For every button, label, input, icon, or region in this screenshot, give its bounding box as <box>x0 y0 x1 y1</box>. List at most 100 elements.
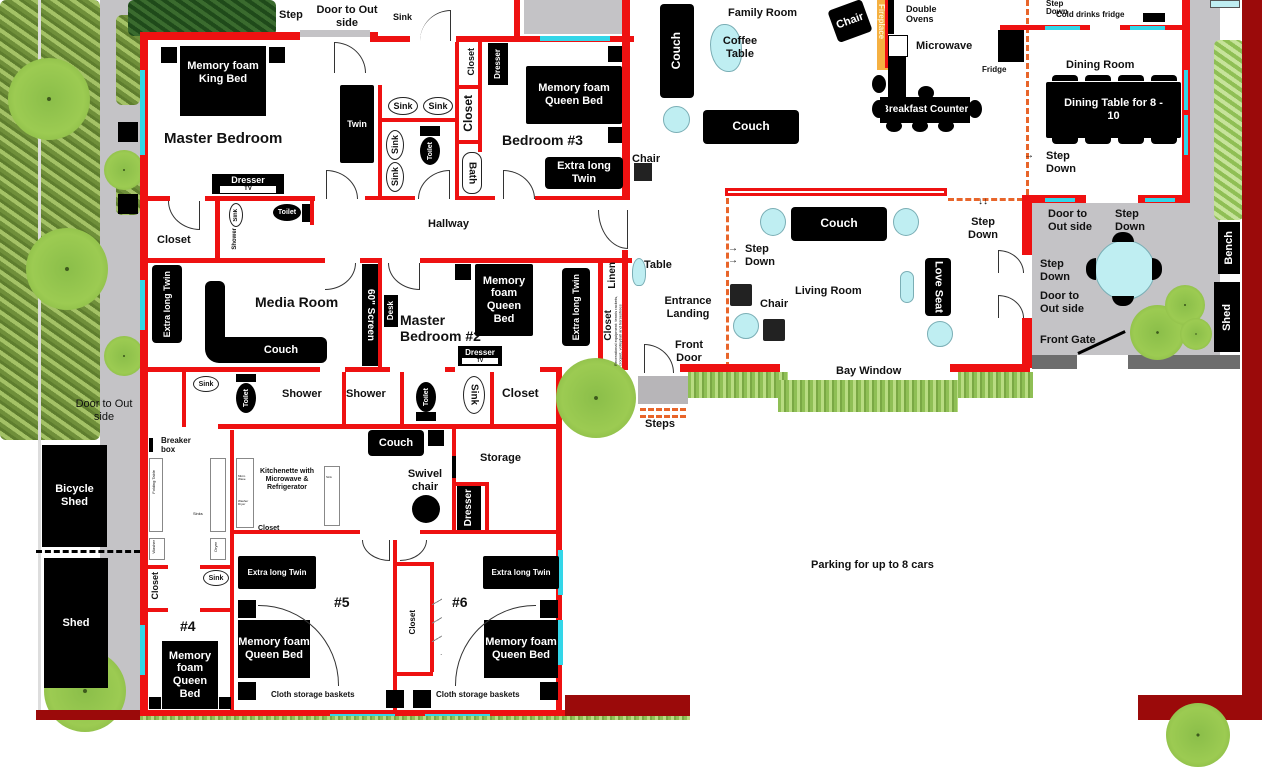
nightstand <box>238 600 256 618</box>
top-gray <box>524 0 622 34</box>
wall <box>540 367 560 372</box>
window <box>140 70 145 155</box>
room4-label: #4 <box>180 618 196 634</box>
wall <box>148 565 168 569</box>
step-arrow-down-icon: ↓↓ <box>978 196 988 207</box>
tree <box>26 228 108 310</box>
living-step-down-top: Step Down <box>968 216 998 241</box>
sink: Sink <box>423 97 453 115</box>
sink: Sink <box>229 203 243 227</box>
dining-step-down: Step Down <box>1046 150 1076 175</box>
patio-table <box>1095 240 1155 300</box>
door-swing <box>362 540 390 561</box>
dryer <box>210 538 226 560</box>
dashed-boundary <box>948 198 1023 201</box>
wall <box>342 372 346 427</box>
dining-chair <box>1118 138 1144 144</box>
wall <box>378 118 458 122</box>
dresser-label: Dresser <box>231 175 265 186</box>
door-swing <box>325 263 356 290</box>
sink: Sink <box>463 376 485 414</box>
wall <box>598 258 603 378</box>
sinks-label: Sinks <box>193 511 203 516</box>
linen-label: Linen <box>607 262 618 289</box>
wall <box>218 424 560 429</box>
door-swing <box>388 263 420 290</box>
closet-label: Closet <box>258 525 280 532</box>
bench: Bench <box>1218 222 1240 274</box>
desk: Desk <box>384 295 398 327</box>
wall <box>455 196 495 200</box>
wall <box>725 188 947 196</box>
room5-label: #5 <box>334 594 350 610</box>
side-table <box>428 430 444 446</box>
grass-strip <box>778 380 958 412</box>
side-table <box>760 208 786 236</box>
wall <box>485 482 489 534</box>
door-swing <box>326 170 358 199</box>
family-room-label: Family Room <box>728 7 798 19</box>
wall <box>478 42 482 152</box>
room6-label: #6 <box>452 594 468 610</box>
shower-label: Shower <box>232 228 238 250</box>
sink: Sink <box>203 570 229 586</box>
wall <box>452 424 456 534</box>
chair <box>634 163 652 181</box>
wall <box>455 85 482 89</box>
tv-dresser: Dresser <box>488 43 508 85</box>
nightstand <box>161 47 177 63</box>
washer-dryer-label: Washer Dryer <box>238 499 249 507</box>
nightstand <box>149 697 161 709</box>
window <box>558 620 563 665</box>
dryer-label: Dryer <box>213 542 218 552</box>
wall <box>455 42 459 200</box>
post <box>118 122 138 142</box>
bicycle-shed: Bicycle Shed <box>42 445 107 547</box>
microwave <box>888 35 908 57</box>
tree <box>1166 703 1230 767</box>
door-swing <box>334 42 366 73</box>
patio-door-swing <box>998 295 1024 318</box>
wall <box>393 672 433 676</box>
stool <box>872 100 886 118</box>
entrance-steps <box>638 376 688 404</box>
window <box>140 280 145 330</box>
master-bedroom2-label: Master Bedroom #2 <box>400 312 481 345</box>
toilet-label: Toilet <box>422 387 430 407</box>
patio-chair <box>1086 258 1096 280</box>
wall <box>365 196 415 200</box>
basket <box>540 682 558 700</box>
patio-door-label: Door to Out side <box>1048 208 1093 233</box>
stool <box>918 86 934 100</box>
queen-bed: Memory foam Queen Bed <box>526 66 622 124</box>
extra-long-twin: Extra long Twin <box>238 556 316 589</box>
step-arrow-icon: →→ <box>728 243 738 266</box>
front-gate-label: Front Gate <box>1040 334 1096 346</box>
wall <box>140 32 148 432</box>
wall <box>622 0 630 200</box>
wall <box>452 482 487 486</box>
side-table <box>663 106 690 133</box>
sink-small-label: Sink <box>326 475 332 479</box>
shed-right: Shed <box>1214 282 1240 352</box>
dining-chair <box>1151 75 1177 81</box>
wall <box>1022 195 1032 255</box>
wall <box>400 372 404 427</box>
wall <box>205 196 315 201</box>
shower-label: Shower <box>346 388 386 400</box>
toilet-tank <box>420 126 440 136</box>
wall <box>230 530 360 534</box>
wall <box>140 430 148 720</box>
dresser: Dresser <box>457 486 481 530</box>
nightstand <box>540 600 558 618</box>
extra-long-twin: Extra long Twin <box>483 556 559 589</box>
wall <box>182 372 186 427</box>
nightstand <box>608 127 622 143</box>
dresser: Dresser TV <box>458 346 502 366</box>
extra-long-twin: Extra long Twin <box>152 265 182 343</box>
wall <box>535 196 630 200</box>
dining-table: Dining Table for 8 - 10 <box>1046 82 1181 138</box>
couch: Couch <box>791 207 887 241</box>
tree <box>104 336 144 376</box>
dining-chair <box>1052 138 1078 144</box>
